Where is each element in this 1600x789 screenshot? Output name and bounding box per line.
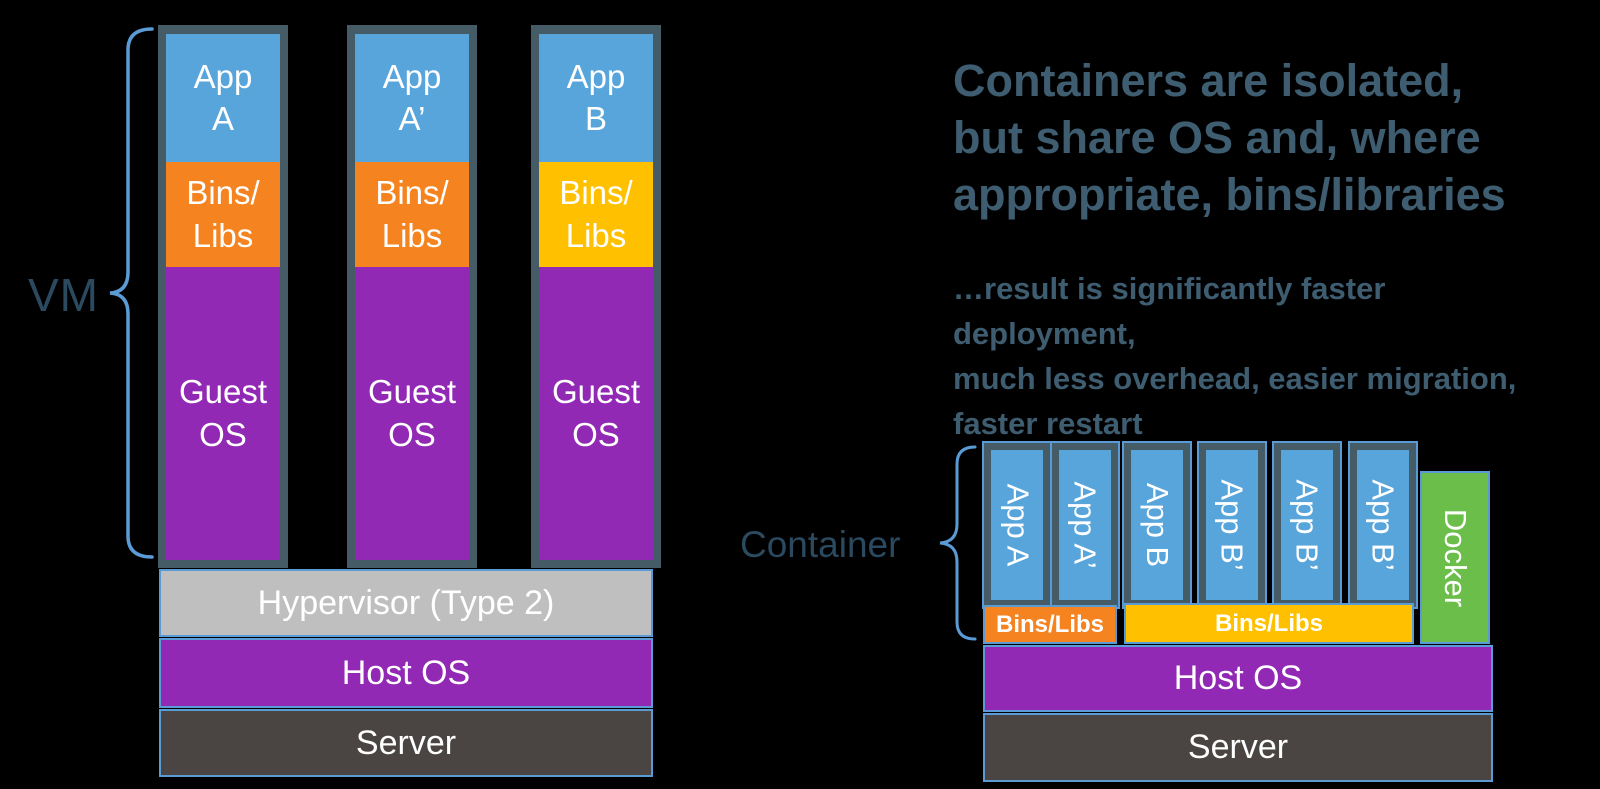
vm3-bins-block: Bins/ Libs [539,162,653,267]
container-app-a-prime: App A’ [1052,443,1118,607]
docker-label: Docker [1438,508,1474,607]
vm2-bins-block: Bins/ Libs [355,162,469,267]
vm-column-app-b: App B Bins/ Libs Guest OS [531,25,661,568]
container-app-a: App A [984,443,1050,607]
vm1-app-block: App A [166,34,280,162]
docker-bar: Docker [1420,471,1490,644]
vm3-guest-os-block: Guest OS [539,267,653,560]
container-label: Container [740,524,901,565]
container-bins-libs-yellow: Bins/Libs [1124,603,1414,644]
container-app-b2-box: App B’ [1206,450,1258,600]
container-app-b4: App B’ [1350,443,1416,607]
vm-label: VM [28,269,99,321]
vm2-guest-os-block: Guest OS [355,267,469,560]
vm1-bins-block: Bins/ Libs [166,162,280,267]
container-app-a-prime-box: App A’ [1059,450,1111,600]
container-brace [939,445,977,641]
container-app-a-box: App A [991,450,1043,600]
callout-body: …result is significantly faster deployme… [953,271,1517,441]
container-host-os-bar: Host OS [983,645,1493,712]
container-app-b2: App B’ [1199,443,1265,607]
callout-heading: Containers are isolated, but share OS an… [953,55,1506,220]
hypervisor-bar: Hypervisor (Type 2) [159,569,653,637]
vm3-app-block: App B [539,34,653,162]
vm2-app-block: App A’ [355,34,469,162]
container-app-b1-box: App B [1131,450,1183,600]
container-app-b3: App B’ [1274,443,1340,607]
vm-column-app-a: App A Bins/ Libs Guest OS [158,25,288,568]
vm-server-bar: Server [159,709,653,777]
vm-host-os-bar: Host OS [159,638,653,708]
vm-brace [109,27,154,559]
container-app-b1: App B [1124,443,1190,607]
container-bins-libs-orange: Bins/Libs [983,605,1117,644]
container-app-b3-box: App B’ [1281,450,1333,600]
container-server-bar: Server [983,713,1493,782]
vm-column-app-a-prime: App A’ Bins/ Libs Guest OS [347,25,477,568]
container-app-b4-box: App B’ [1357,450,1409,600]
vm1-guest-os-block: Guest OS [166,267,280,560]
